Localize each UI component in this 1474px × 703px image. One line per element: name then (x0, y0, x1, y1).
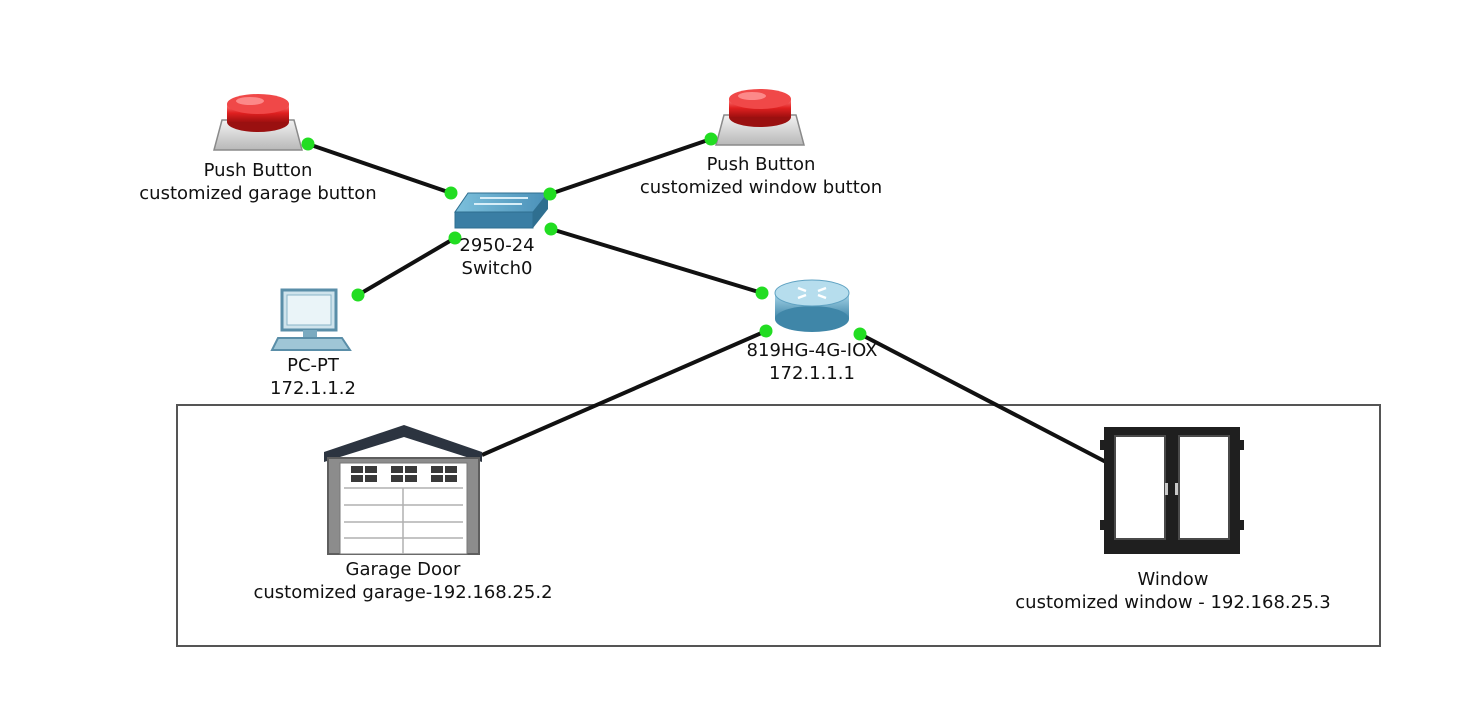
link-garage-button-switch (307, 142, 452, 195)
link-router-garage-door (481, 329, 767, 457)
port-dot (351, 288, 365, 302)
link-switch-router (550, 227, 763, 295)
window-push-button-icon[interactable] (715, 89, 805, 146)
switch-icon[interactable] (454, 192, 550, 229)
port-dot (301, 137, 315, 151)
port-dot (704, 132, 718, 146)
window-button-name: Push Button (706, 154, 816, 175)
port-dot (544, 222, 558, 236)
garage-button-desc: customized garage button (139, 183, 377, 204)
router-model: 819HG-4G-IOX (746, 340, 878, 361)
window-button-label: Push Button customized window button (640, 153, 882, 199)
garage-button-name: Push Button (203, 160, 313, 181)
window-name: Window (1137, 569, 1209, 590)
garage-door-icon[interactable] (324, 425, 482, 555)
garage-button-label: Push Button customized garage button (139, 159, 376, 205)
router-icon[interactable] (774, 279, 850, 332)
switch-model: 2950-24 (459, 235, 535, 256)
switch-name: Switch0 (461, 258, 533, 279)
port-indicators (301, 132, 867, 341)
link-window-button-switch (549, 137, 712, 196)
port-dot (853, 327, 867, 341)
pc-ip: 172.1.1.2 (270, 378, 356, 399)
port-dot (755, 286, 769, 300)
garage-push-button-icon[interactable] (213, 94, 303, 151)
garage-door-desc: customized garage-192.168.25.2 (253, 582, 553, 603)
pc-icon[interactable] (270, 288, 352, 351)
house-enclosure (176, 404, 1381, 647)
port-dot (543, 187, 557, 201)
router-label: 819HG-4G-IOX 172.1.1.1 (747, 339, 878, 385)
window-icon[interactable] (1100, 427, 1244, 554)
link-router-window (859, 332, 1107, 464)
pc-label: PC-PT 172.1.1.2 (270, 354, 356, 400)
window-desc: customized window - 192.168.25.3 (1015, 592, 1331, 613)
port-dot (444, 186, 458, 200)
link-pc-switch (356, 236, 457, 297)
window-label: Window customized window - 192.168.25.3 (1015, 568, 1330, 614)
port-dot (759, 324, 773, 338)
pc-name: PC-PT (287, 355, 339, 376)
port-dot (448, 231, 462, 245)
garage-door-name: Garage Door (345, 559, 461, 580)
garage-door-label: Garage Door customized garage-192.168.25… (253, 558, 552, 604)
router-ip: 172.1.1.1 (769, 363, 855, 384)
window-button-desc: customized window button (639, 177, 883, 198)
switch-label: 2950-24 Switch0 (459, 234, 534, 280)
links (307, 137, 1107, 464)
